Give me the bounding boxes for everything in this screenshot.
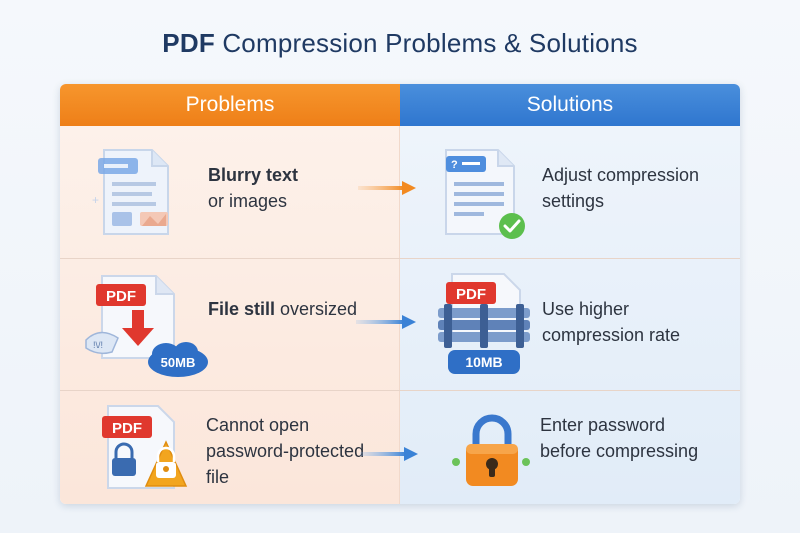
problem-2-text: File still oversized (208, 299, 358, 319)
pdf-download-size-icon: PDF !\/! 50MB (82, 270, 222, 385)
column-divider (399, 126, 400, 504)
arrow-right-icon (358, 180, 420, 201)
blurry-document-icon: + (88, 142, 188, 247)
size-badge-50mb: 50MB (161, 355, 196, 370)
row-divider (60, 258, 740, 259)
svg-text:+: + (92, 193, 99, 207)
row-divider (60, 390, 740, 391)
padlock-icon (442, 408, 542, 497)
locked-pdf-icon: PDF (94, 402, 204, 499)
solutions-header: Solutions (400, 84, 740, 126)
pdf-label: PDF (456, 286, 486, 303)
page-title: PDF Compression Problems & Solutions (162, 28, 638, 58)
arrow-right-icon (356, 314, 420, 335)
svg-text:?: ? (451, 159, 458, 171)
problems-header: Problems (60, 84, 400, 126)
arrow-right-icon (360, 446, 422, 467)
pdf-label: PDF (112, 420, 142, 437)
compressed-pdf-icon: PDF 10MB (434, 270, 534, 387)
size-badge-10mb: 10MB (465, 354, 502, 370)
svg-text:!\/!: !\/! (93, 340, 103, 350)
document-check-icon: ? (438, 142, 538, 247)
pdf-label: PDF (106, 288, 136, 305)
